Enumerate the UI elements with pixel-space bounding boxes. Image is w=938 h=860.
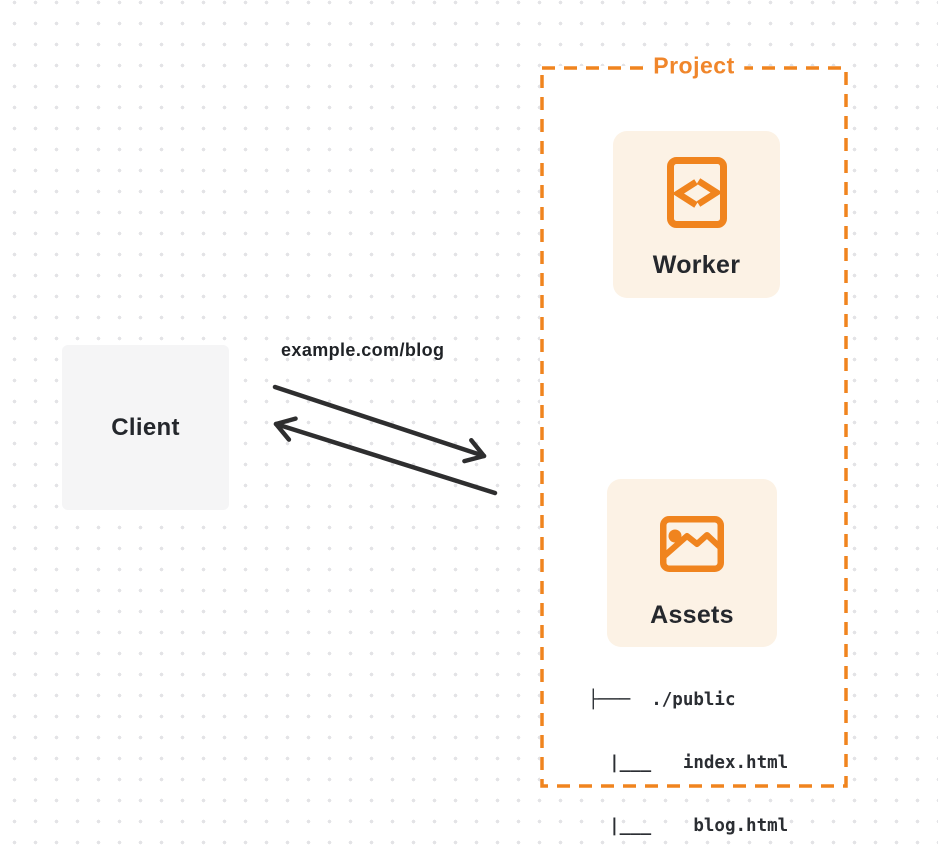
project-dashed-border	[540, 66, 848, 788]
tree-line-blog: |___ blog.html	[588, 816, 789, 836]
project-label: Project	[643, 52, 745, 80]
worker-label: Worker	[652, 251, 741, 279]
client-label: Client	[111, 413, 180, 441]
worker-node: Worker	[613, 131, 780, 298]
image-icon	[660, 516, 724, 572]
response-arrow	[273, 416, 498, 496]
client-node: Client	[62, 345, 229, 510]
assets-file-tree: ├─── ./public |___ index.html |___ blog.…	[588, 648, 788, 860]
request-arrow	[272, 384, 487, 464]
project-boundary: Project Worker Assets	[540, 52, 848, 836]
request-url-label: example.com/blog	[281, 340, 445, 360]
tree-line-public: ├─── ./public	[588, 690, 736, 710]
code-file-icon	[666, 157, 727, 228]
assets-label: Assets	[650, 601, 734, 629]
tree-line-index: |___ index.html	[588, 753, 789, 773]
assets-node: Assets	[607, 479, 777, 647]
